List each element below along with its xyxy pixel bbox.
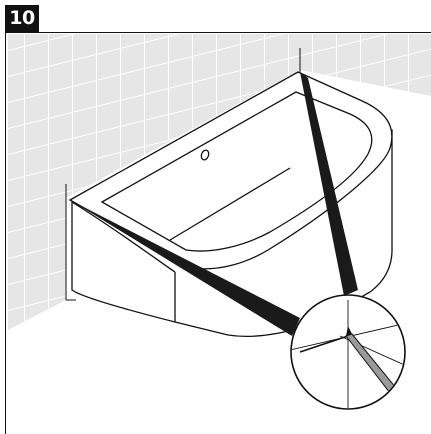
frame-left-rule [5, 32, 6, 434]
step-number-badge: 10 [5, 5, 39, 32]
frame-top-rule [5, 32, 431, 33]
pointer-wedges [70, 72, 358, 336]
magnifier-circle [290, 294, 406, 410]
